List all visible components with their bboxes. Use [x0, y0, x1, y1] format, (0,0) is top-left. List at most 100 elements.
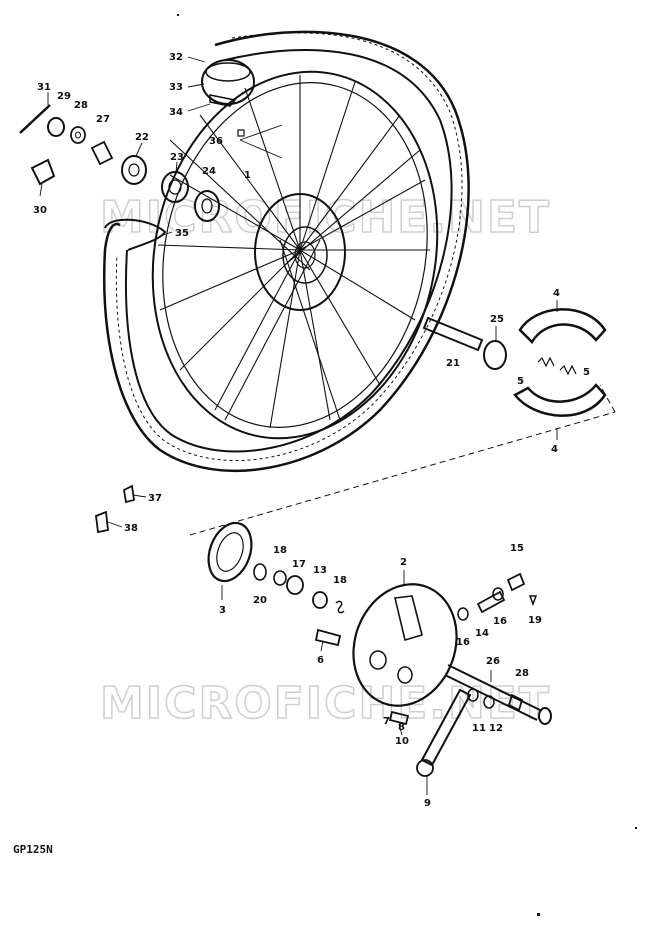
callout-14: 14 [475, 628, 489, 639]
callout-27: 27 [96, 114, 110, 125]
panel-hole-2 [397, 666, 413, 684]
callout-11: 11 [472, 723, 486, 734]
brake-arm-end [416, 759, 434, 777]
callout-18-right: 18 [333, 575, 347, 586]
panel-hole [369, 650, 387, 670]
alignment-line-end [599, 384, 616, 413]
spokes [157, 75, 430, 429]
part-27-spacer [90, 140, 114, 166]
callout-16-right: 16 [493, 616, 507, 627]
tube [201, 59, 255, 105]
callout-5-right: 5 [583, 367, 590, 378]
part-10-bolt [388, 710, 410, 726]
part-28-collar [507, 693, 524, 712]
callout-8: 8 [398, 722, 405, 733]
callout-15: 15 [510, 543, 524, 554]
rim-band [205, 62, 251, 82]
bearing-bore [168, 179, 182, 195]
part-24-bearing [194, 190, 220, 222]
callout-18-left: 18 [273, 545, 287, 556]
callout-1: 1 [244, 170, 251, 181]
callout-20: 20 [253, 595, 267, 606]
callout-22: 22 [135, 132, 149, 143]
part-13-washer [312, 591, 328, 609]
part-28-washer [70, 126, 86, 144]
part-18-washer [273, 570, 287, 586]
tire-tread [115, 32, 463, 461]
callout-3: 3 [219, 605, 226, 616]
tire-section [104, 218, 167, 251]
callout-31: 31 [37, 82, 51, 93]
part-23-bearing [161, 171, 189, 203]
callout-21: 21 [446, 358, 460, 369]
model-code: GP125N [13, 843, 53, 856]
callout-28: 28 [74, 100, 88, 111]
callout-4-lower: 4 [551, 444, 558, 455]
rim-inner [162, 82, 428, 428]
part-6-stud [314, 628, 342, 647]
callout-36: 36 [209, 136, 223, 147]
callout-10: 10 [395, 736, 409, 747]
callout-26: 26 [486, 656, 500, 667]
part-37-valve-cap [123, 484, 136, 504]
callout-37: 37 [148, 493, 162, 504]
part-19-pin [528, 595, 538, 607]
part-16-washer-left [457, 607, 469, 621]
washer-hole [75, 131, 81, 139]
callout-2: 2 [400, 557, 407, 568]
brake-shoe-parts [422, 308, 607, 417]
speck-2 [537, 913, 540, 916]
seal-inner [216, 532, 244, 572]
callout-29: 29 [57, 91, 71, 102]
speck [635, 827, 637, 829]
part-31-cotter [19, 104, 51, 134]
callout-35: 35 [175, 228, 189, 239]
callout-23: 23 [170, 152, 184, 163]
brake-shoe-upper [518, 308, 607, 345]
part-22-seal [121, 155, 147, 185]
callout-9: 9 [424, 798, 431, 809]
speck-3 [177, 14, 179, 16]
alignment-line [189, 411, 616, 536]
callout-13: 13 [313, 565, 327, 576]
wheel-assembly [103, 30, 470, 473]
callout-28-lower: 28 [515, 668, 529, 679]
leader-lines [39, 56, 558, 795]
part-21-shaft [422, 316, 484, 352]
hub-center [282, 226, 328, 284]
part-26-shaft-edge [444, 674, 538, 721]
part-3-seal [207, 521, 253, 583]
bearing-bore-2 [201, 198, 213, 214]
tube-valve [209, 94, 237, 107]
part-30-nut [30, 158, 56, 186]
callout-6: 6 [317, 655, 324, 666]
callout-5-left: 5 [517, 376, 524, 387]
part-38-valve-nut [95, 510, 109, 534]
callout-12: 12 [489, 723, 503, 734]
hub [254, 193, 346, 311]
part-26-shaft [447, 664, 541, 711]
part-36-screw [237, 129, 245, 137]
callout-33: 33 [169, 82, 183, 93]
part-12-washer [483, 695, 495, 709]
part-25-spacer [483, 340, 507, 370]
callouts: 32 33 34 31 29 28 27 22 36 30 23 24 35 1… [33, 52, 590, 809]
part-15-nut [506, 572, 526, 592]
panel-boss [394, 595, 423, 642]
callout-7: 7 [383, 716, 390, 727]
tire [103, 30, 470, 473]
part-16-washer-right [492, 587, 504, 601]
callout-25: 25 [490, 314, 504, 325]
rim [151, 70, 439, 440]
watermark-bottom: MICROFICHE.NET [100, 678, 551, 729]
seal-bore [128, 163, 140, 177]
part-29-nut [47, 117, 65, 137]
part-17-gear [286, 575, 304, 595]
callout-32: 32 [169, 52, 183, 63]
callout-19: 19 [528, 615, 542, 626]
axle-side-parts [19, 104, 220, 534]
callout-34: 34 [169, 107, 183, 118]
tire-inner-edge [124, 48, 453, 453]
callout-30: 30 [33, 205, 47, 216]
